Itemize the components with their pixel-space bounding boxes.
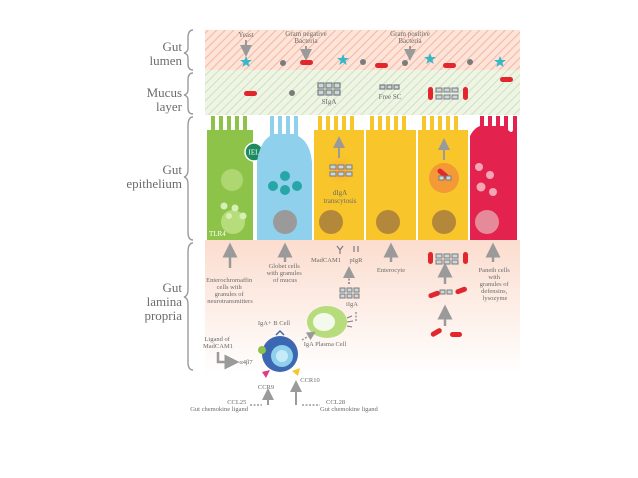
iel-label: IEL xyxy=(249,149,260,157)
paneth-label-4: defensins, xyxy=(481,288,508,295)
goblet-label: Globet cells with granules of mucus xyxy=(267,263,304,284)
goblet-label-1: Globet cells xyxy=(269,263,301,270)
gram-negative-label-2: Bacteria xyxy=(294,37,318,45)
lamina-bacteria-cluster-2 xyxy=(428,286,467,299)
lamina-items: Enterochromaffin cells with granules of … xyxy=(190,242,512,413)
zone-label-line: lumen xyxy=(149,53,183,68)
zone-label-line: lamina xyxy=(146,294,182,309)
goblet-label-3: of mucus xyxy=(273,277,297,284)
paneth-label-3: granules of xyxy=(480,281,510,288)
zone-label-line: epithelium xyxy=(126,176,182,191)
iga-b-cell xyxy=(258,329,300,378)
enterocyte-label: Enterocyte xyxy=(377,267,405,274)
zone-label-gut-lumen: Gut lumen xyxy=(96,39,183,68)
free-sc-icon xyxy=(379,84,400,90)
zone-label-gut-epithelium: Gut epithelium xyxy=(96,163,182,191)
enterocyte-cell-bacteria xyxy=(418,116,468,240)
zone-brackets xyxy=(183,29,194,371)
ccl25-label-2: Gut chemokine ligand xyxy=(190,406,249,413)
zone-label-mucus-layer: Mucus layer xyxy=(96,86,182,114)
paneth-label-2: with xyxy=(488,274,500,281)
gram-negative-bacteria-icons xyxy=(244,60,513,96)
madcam1-label: MadCAM1 xyxy=(311,257,341,264)
enterochromaffin-label-3: granules of xyxy=(215,291,245,298)
zone-label-line: propria xyxy=(144,308,182,323)
zone-label-line: Gut xyxy=(162,162,183,177)
enterochromaffin-label: Enterochromaffin cells with granules of … xyxy=(206,277,254,305)
zone-label-line: Gut xyxy=(162,280,183,295)
ligand-madcam1-label-1: Ligand of xyxy=(204,336,230,343)
enterocyte-cell xyxy=(366,116,416,240)
enterochromaffin-label-4: neurotransmitters xyxy=(207,298,253,305)
yeast-star-icons xyxy=(240,53,506,67)
lamina-bacteria-cluster-1 xyxy=(428,252,468,265)
free-sc-label: Free SC xyxy=(379,93,402,101)
ccl25-label: CCL25 Gut chemokine ligand xyxy=(190,399,249,413)
siga-label: SIgA xyxy=(322,98,337,106)
mucus-items: SIgA Free SC xyxy=(317,82,468,106)
ligand-madcam1-label: Ligand of MadCAM1 xyxy=(203,336,233,350)
lamina-bacteria-free xyxy=(430,328,462,337)
gram-positive-label-1: Gram positive xyxy=(390,30,430,38)
tlr4-label: TLR4 xyxy=(209,230,226,238)
paneth-cell xyxy=(470,116,517,240)
lamina-region xyxy=(205,240,520,375)
ligand-madcam1-label-2: MadCAM1 xyxy=(203,343,233,350)
iiga-icon xyxy=(339,287,360,299)
zone-label-line: Gut xyxy=(162,39,183,54)
goblet-label-2: with granules xyxy=(267,270,303,277)
pigr-label: pIgR xyxy=(350,257,364,264)
goblet-cell xyxy=(257,116,312,240)
zone-label-line: Mucus xyxy=(146,85,182,100)
diga-label: dIgA xyxy=(333,189,347,197)
enterochromaffin-label-1: Enterochromaffin xyxy=(206,277,253,284)
lumen-items: Yeast Gram negative Bacteria Gram positi… xyxy=(238,30,513,96)
gram-positive-bacteria-icons xyxy=(280,59,473,96)
ccl28-label-1: CCL28 xyxy=(326,399,345,406)
ccl28-label-2: Gut chemokine ligand xyxy=(320,406,379,413)
transcytosis-label: transcytosis xyxy=(323,197,356,205)
iga-plasma-cell-label: IgA Plasma Cell xyxy=(304,341,347,348)
ccl28-label: CCL28 Gut chemokine ligand xyxy=(320,399,379,413)
ccl25-label-1: CCL25 xyxy=(227,399,246,406)
enterochromaffin-label-2: cells with xyxy=(217,284,243,291)
iga-plasma-cell xyxy=(307,306,354,338)
ccr9-label: CCR9 xyxy=(258,384,274,391)
enterochromaffin-cell: TLR4 xyxy=(207,116,253,240)
bound-bacteria-icon xyxy=(428,87,468,100)
siga-icon xyxy=(317,82,341,96)
paneth-label: Paneth cells with granules of defensins,… xyxy=(479,267,512,302)
ccr10-label: CCR10 xyxy=(300,377,320,384)
gram-positive-label-2: Bacteria xyxy=(398,37,422,45)
iga-b-cell-label: IgA+ B Cell xyxy=(258,320,290,327)
gram-negative-label-1: Gram negative xyxy=(285,30,326,38)
paneth-label-1: Paneth cells xyxy=(479,267,511,274)
iiga-label: iIgA xyxy=(346,301,358,308)
zone-label-line: layer xyxy=(156,99,182,114)
enterocyte-cell-transcytosis: dIgA transcytosis xyxy=(314,116,364,240)
a4b7-label: α4β7 xyxy=(239,359,253,366)
paneth-label-5: lysozyme xyxy=(483,295,508,302)
yeast-label: Yeast xyxy=(238,31,253,39)
zone-label-gut-lamina-propria: Gut lamina propria xyxy=(96,281,182,323)
